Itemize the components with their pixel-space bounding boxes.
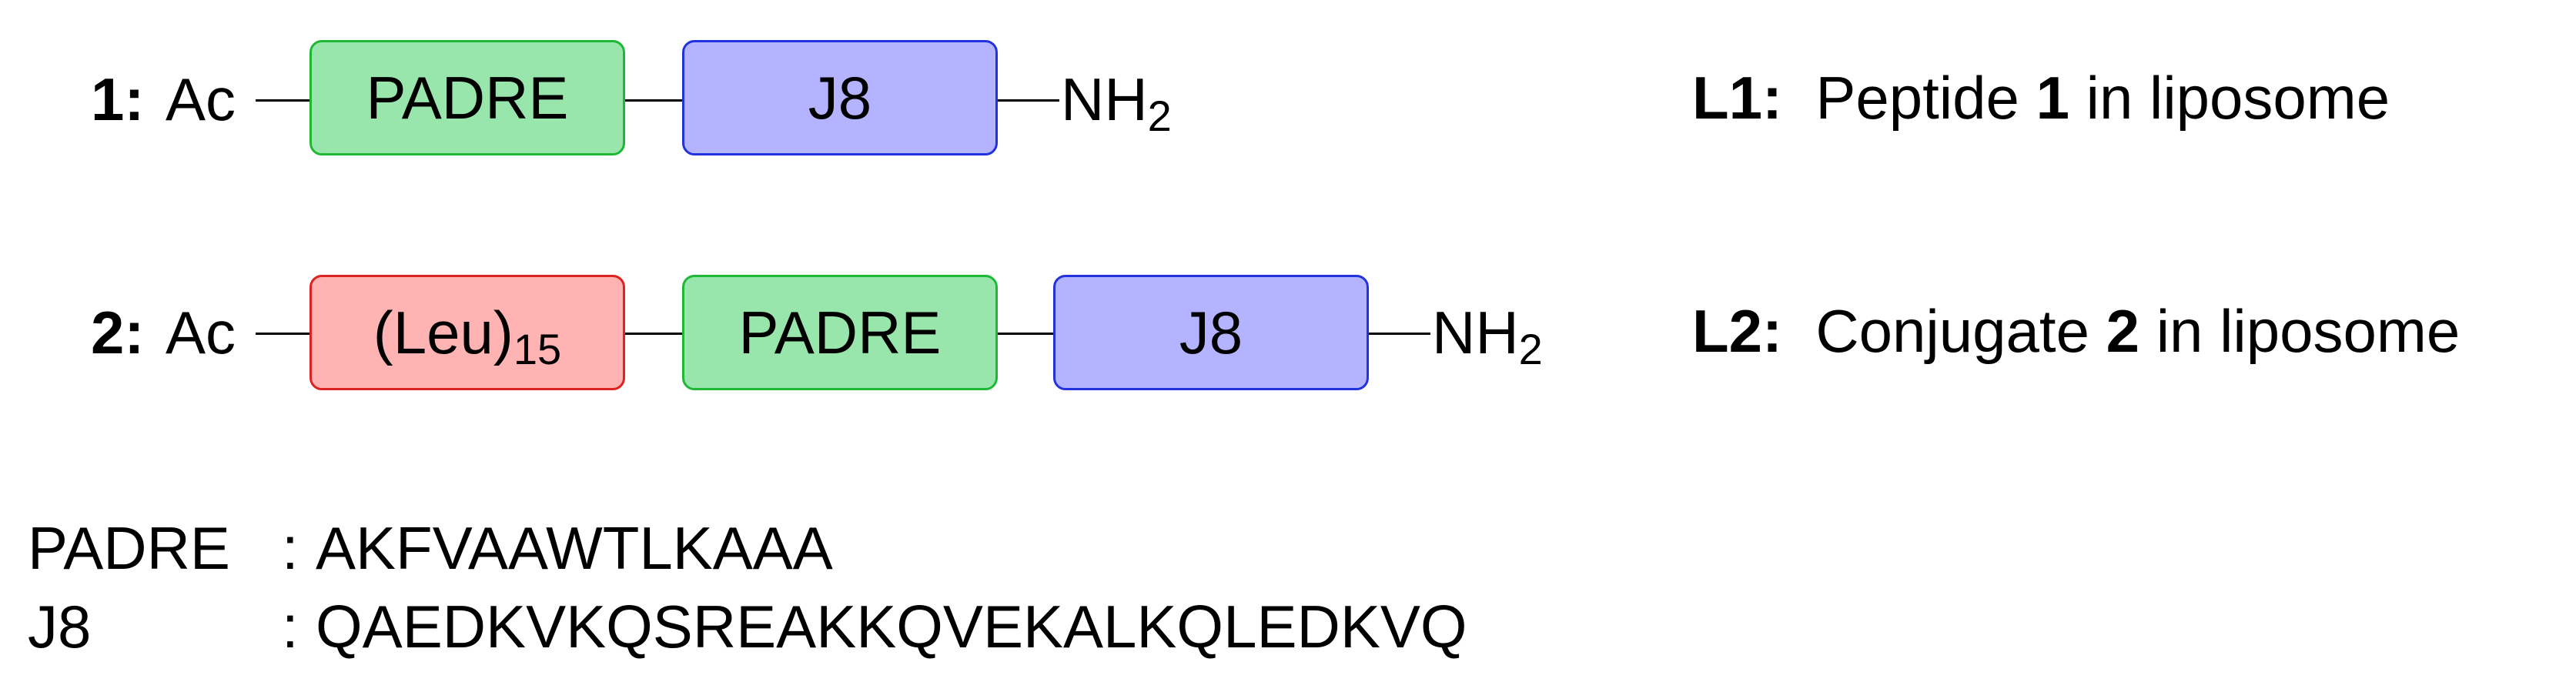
row2-padre-label: PADRE (738, 299, 942, 366)
row2-leu-block: (Leu)15 (309, 275, 625, 390)
sequence-padre-value: AKFVAAWTLKAAA (316, 514, 833, 582)
legend-l1-text-pre: Peptide (1815, 64, 2019, 132)
row2-number: 2: (91, 299, 145, 366)
row2-padre-block: PADRE (682, 275, 998, 390)
row2-bond-1 (256, 333, 309, 335)
legend-l2-text-post: in liposome (2156, 297, 2461, 365)
legend-l2-text-pre: Conjugate (1815, 297, 2089, 365)
row1-number: 1: (91, 65, 145, 133)
row1-bond-1 (256, 99, 309, 102)
sequence-j8-value: QAEDKVKQSREAKKQVEKALKQLEDKVQ (316, 593, 1467, 660)
row1-acetyl-label: Ac (166, 65, 236, 133)
row2-bond-4 (1369, 333, 1430, 335)
row1-padre-label: PADRE (366, 64, 569, 132)
row2-acetyl-label: Ac (166, 299, 236, 366)
row1-amide-label: NH2 (1061, 69, 1172, 138)
row2-leu-subscript: 15 (513, 325, 562, 373)
row1-padre-block: PADRE (309, 40, 625, 155)
row2-nh-subscript: 2 (1518, 325, 1543, 373)
sequence-j8-name: J8 (28, 593, 92, 660)
row2-nh-text: NH (1432, 299, 1519, 366)
row2-amide-label: NH2 (1432, 303, 1543, 371)
row2-leu-label: (Leu)15 (373, 303, 561, 371)
sequence-j8-separator: : (282, 593, 299, 660)
row2-bond-3 (998, 333, 1053, 335)
row1-bond-3 (998, 99, 1059, 102)
row2-j8-block: J8 (1053, 275, 1369, 390)
legend-l2-number: 2 (2106, 297, 2140, 365)
row1-bond-2 (625, 99, 682, 102)
legend-l2-label: L2: (1692, 297, 1782, 365)
row1-nh-text: NH (1061, 65, 1148, 133)
row1-nh-subscript: 2 (1147, 92, 1172, 140)
legend-l1-label: L1: (1692, 64, 1782, 132)
row2-leu-text: (Leu) (373, 299, 514, 366)
sequence-padre-name: PADRE (28, 514, 230, 582)
row1-j8-block: J8 (682, 40, 998, 155)
legend-l2: L2: Conjugate 2 in liposome (1692, 301, 2460, 361)
row2-bond-2 (625, 333, 682, 335)
row1-j8-label: J8 (808, 64, 872, 132)
legend-l1: L1: Peptide 1 in liposome (1692, 68, 2390, 128)
sequence-padre-separator: : (282, 514, 299, 582)
legend-l1-number: 1 (2036, 64, 2069, 132)
legend-l1-text-post: in liposome (2086, 64, 2390, 132)
row2-j8-label: J8 (1179, 299, 1243, 366)
